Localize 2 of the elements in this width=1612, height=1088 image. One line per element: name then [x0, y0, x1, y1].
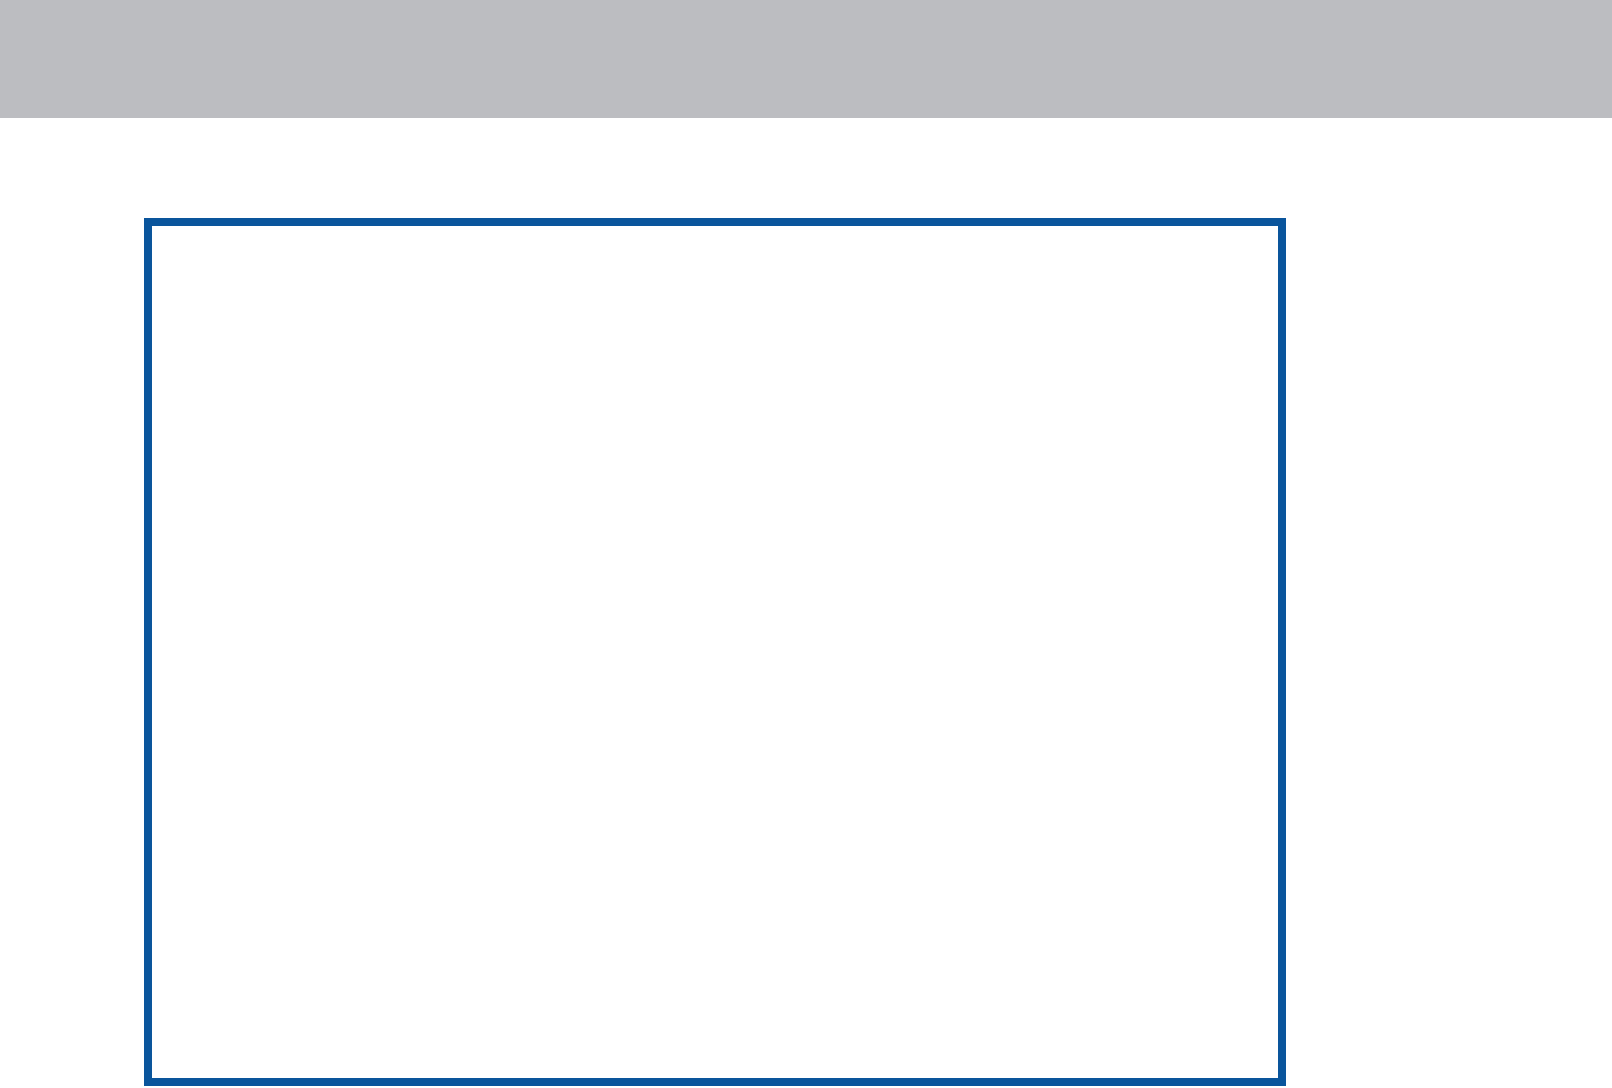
empty-frame: [144, 218, 1286, 1086]
header-band: [0, 0, 1612, 118]
